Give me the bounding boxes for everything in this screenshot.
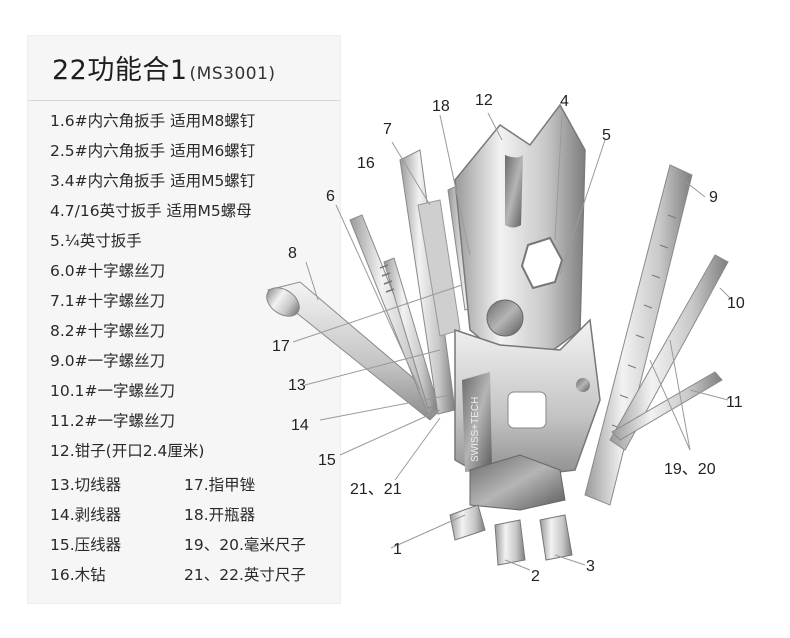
callout-11: 11 xyxy=(726,394,743,411)
feature-item: 7.1#十字螺丝刀 xyxy=(50,292,166,310)
feature-item: 13.切线器 xyxy=(50,476,122,494)
title-divider xyxy=(28,100,340,101)
callout-10: 10 xyxy=(727,295,745,312)
feature-item: 16.木钻 xyxy=(50,566,106,584)
ruler-blade-9 xyxy=(584,164,693,506)
callout-9: 9 xyxy=(709,189,718,206)
feature-item: 11.2#一字螺丝刀 xyxy=(50,412,175,430)
feature-item: 6.0#十字螺丝刀 xyxy=(50,262,166,280)
model-number: (MS3001) xyxy=(189,64,276,84)
title-text: 22功能合1 xyxy=(52,55,188,86)
callout-14: 14 xyxy=(291,417,309,434)
callout-2: 2 xyxy=(531,568,540,585)
callout-7: 7 xyxy=(383,121,392,138)
feature-item: 1.6#内六角扳手 适用M8螺钉 xyxy=(50,112,256,130)
callout-4: 4 xyxy=(560,93,569,110)
callout-18: 18 xyxy=(432,98,450,115)
handle-brand: SWISS+TECH xyxy=(470,397,481,462)
ruler-blade-10 xyxy=(609,254,729,451)
feature-item: 14.剥线器 xyxy=(50,506,122,524)
feature-item: 5.¼英寸扳手 xyxy=(50,232,142,250)
callout-21-22: 21、21 xyxy=(350,481,402,498)
screwdriver-11 xyxy=(611,371,723,441)
feature-item: 10.1#一字螺丝刀 xyxy=(50,382,175,400)
feature-item: 4.7/16英寸扳手 适用M5螺母 xyxy=(50,202,252,220)
feature-item: 19、20.毫米尺子 xyxy=(184,536,306,554)
callout-16: 16 xyxy=(357,155,375,172)
callout-19-20: 19、20 xyxy=(664,461,716,478)
leader-lines xyxy=(292,112,731,571)
product-title: 22功能合1(MS3001) xyxy=(52,48,276,87)
nail-file-7 xyxy=(399,149,461,415)
feature-item: 21、22.英寸尺子 xyxy=(184,566,306,584)
callout-13: 13 xyxy=(288,377,306,394)
callout-1: 1 xyxy=(393,541,402,558)
feature-item: 8.2#十字螺丝刀 xyxy=(50,322,166,340)
feature-panel: 22功能合1(MS3001) 1.6#内六角扳手 适用M8螺钉 2.5#内六角扳… xyxy=(28,36,340,603)
feature-item: 9.0#一字螺丝刀 xyxy=(50,352,166,370)
feature-item: 12.钳子(开口2.4厘米) xyxy=(50,442,205,460)
feature-item: 18.开瓶器 xyxy=(184,506,256,524)
callout-5: 5 xyxy=(602,127,611,144)
callout-17: 17 xyxy=(272,338,290,355)
pliers-head-12 xyxy=(454,103,586,361)
main-handle: SWISS+TECH xyxy=(454,318,601,481)
feature-item: 17.指甲锉 xyxy=(184,476,256,494)
feature-item: 2.5#内六角扳手 适用M6螺钉 xyxy=(50,142,256,160)
feature-item: 3.4#内六角扳手 适用M5螺钉 xyxy=(50,172,256,190)
callout-6: 6 xyxy=(326,188,335,205)
callout-3: 3 xyxy=(586,558,595,575)
feature-item: 15.压线器 xyxy=(50,536,122,554)
hex-keys xyxy=(449,454,573,566)
callout-8: 8 xyxy=(288,245,297,262)
callout-15: 15 xyxy=(318,452,336,469)
callout-12: 12 xyxy=(475,92,493,109)
